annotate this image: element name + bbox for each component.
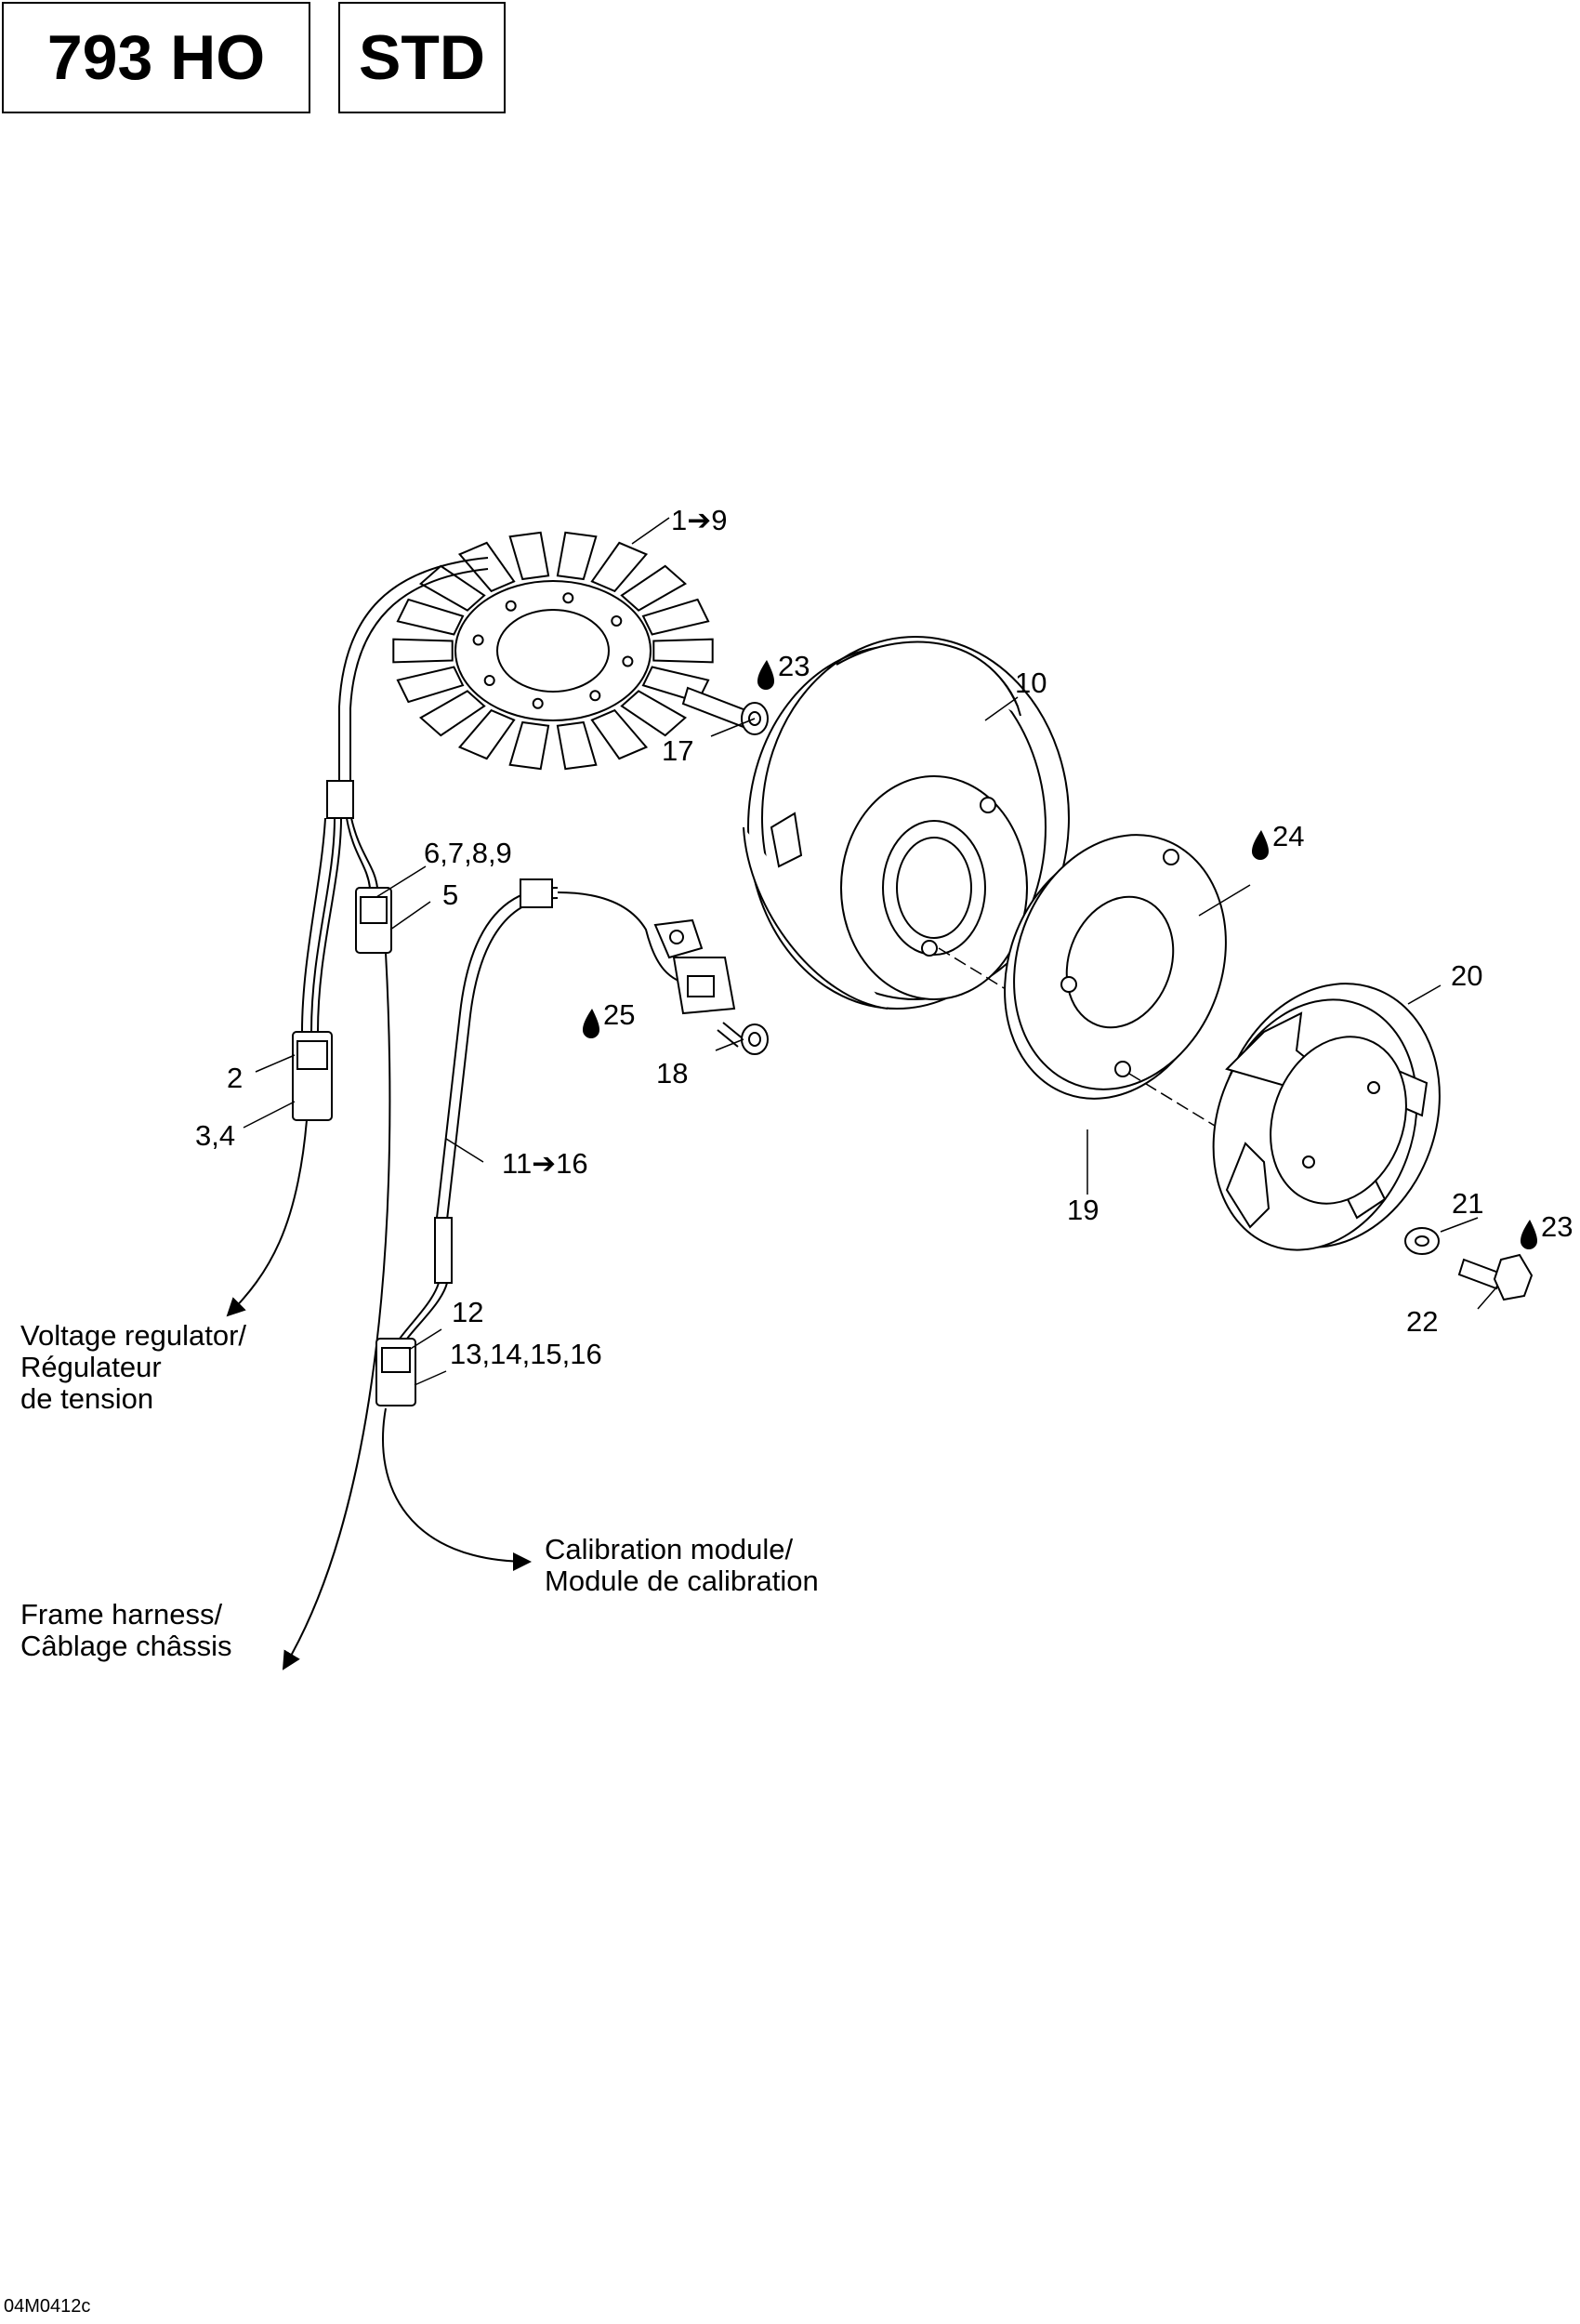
stator-hole [532,697,544,709]
screw-18 [717,1022,769,1055]
stator-tooth [508,531,550,581]
stator-wiring [292,557,489,1121]
callout-stator: 1➔9 [671,504,727,536]
stator-hole [505,600,517,612]
stator-hole [472,634,484,646]
callout-conn-13-16: 13,14,15,16 [450,1338,602,1370]
stator-tooth [620,564,688,612]
callout-bolt: 22 [1406,1305,1438,1338]
note-line: Module de calibration [545,1565,819,1597]
drop-icon [1521,1220,1537,1249]
stator-tooth [396,598,465,636]
callout-washer: 21 [1452,1187,1483,1220]
stator-hole [562,592,574,604]
voltage-regulator-lead [226,1119,308,1317]
frame-harness-note: Frame harness/ Câblage châssis [20,1599,231,1662]
stator-tooth [652,638,714,664]
ring-19 [1004,834,1227,1100]
callout-conn-12: 12 [452,1296,483,1328]
washer-21 [1404,1227,1440,1255]
note-line: Calibration module/ [545,1533,794,1565]
callout-flywheel: 10 [1015,667,1047,699]
callout-conn-6-9: 6,7,8,9 [424,837,512,869]
callout-starter-cup: 20 [1451,959,1482,992]
figure-code: 04M0412c [4,2296,91,2317]
note-line: Câblage châssis [20,1630,232,1662]
stator-hole [611,615,623,627]
variant-tag: STD [338,2,506,113]
drop-icon [757,660,774,690]
stator-tooth [641,598,710,636]
voltage-regulator-note: Voltage regulator/ Régulateur de tension [20,1320,246,1415]
callout-harness: 11➔16 [502,1147,588,1180]
stator-tooth [620,690,688,737]
callout-loctite-23b: 23 [1541,1210,1573,1243]
stator-tooth [396,666,465,704]
callout-loctite-23a: 23 [778,650,810,682]
stator-tooth [457,708,516,760]
stator-tooth [392,638,454,664]
calibration-module-lead [382,1407,532,1571]
stator-hole [589,690,601,702]
callout-screw-18: 18 [656,1057,688,1089]
stator-tooth [556,531,598,581]
leader-lines [243,517,1497,1386]
bolt-22 [1457,1253,1534,1301]
callout-ring-19: 19 [1067,1194,1099,1226]
callout-conn-5: 5 [442,878,458,911]
callout-conn-3-4: 3,4 [195,1119,235,1152]
stator-tooth [590,708,649,760]
callout-loctite-24: 24 [1272,820,1304,852]
note-line: Voltage regulator/ [20,1319,247,1352]
note-line: Frame harness/ [20,1598,223,1631]
stator-tooth [457,541,516,593]
callout-conn-2: 2 [227,1062,243,1094]
drop-icon [1252,830,1269,860]
callout-loctite-25: 25 [603,998,635,1031]
stator-hole [622,655,634,667]
callout-screw-17: 17 [662,734,693,767]
note-line: de tension [20,1382,154,1415]
calibration-module-note: Calibration module/ Module de calibratio… [545,1534,819,1597]
stator-tooth [556,720,598,771]
trigger-coil [653,918,736,1015]
model-tag: 793 HO [2,2,310,113]
trigger-harness [375,878,693,1406]
stator-tooth [418,690,486,737]
stator-hole [483,675,495,686]
stator-tooth [508,720,550,771]
flywheel [743,636,1070,1010]
drop-icon [583,1009,599,1038]
stator [392,531,714,771]
note-line: Régulateur [20,1351,162,1383]
stator-tooth [590,541,649,593]
screw-17 [681,686,769,735]
starter-cup [1212,983,1441,1251]
